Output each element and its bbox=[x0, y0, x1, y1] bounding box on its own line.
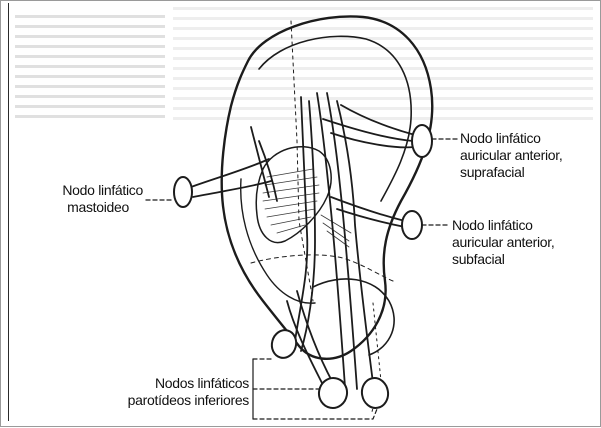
label-parotid-nodes: Nodos linfáticos parotídeos inferiores bbox=[105, 375, 249, 409]
anterior-suprafacial-node bbox=[412, 125, 432, 157]
anterior-subfacial-node bbox=[402, 211, 422, 239]
midline-dashed bbox=[291, 21, 313, 301]
mastoid-node bbox=[174, 177, 192, 207]
label-anterior-subfacial-node: Nodo linfático auricular anterior, subfa… bbox=[452, 217, 592, 268]
label-mastoid-line1: Nodo linfático bbox=[41, 182, 143, 199]
helix-inner bbox=[259, 36, 411, 201]
label-subfacial-line2: auricular anterior, bbox=[452, 234, 592, 251]
label-suprafacial-line1: Nodo linfático bbox=[460, 130, 590, 147]
label-mastoid-line2: mastoideo bbox=[41, 199, 143, 216]
label-parotid-line1: Nodos linfáticos bbox=[105, 375, 249, 392]
label-mastoid-node: Nodo linfático mastoideo bbox=[41, 182, 143, 216]
label-subfacial-line3: subfacial bbox=[452, 251, 592, 268]
face-line-dashed bbox=[251, 255, 393, 281]
label-anterior-suprafacial-node: Nodo linfático auricular anterior, supra… bbox=[460, 130, 590, 181]
leader-parotid-3 bbox=[253, 409, 377, 419]
label-subfacial-line1: Nodo linfático bbox=[452, 217, 592, 234]
parotid-node-1 bbox=[269, 327, 299, 360]
parotid-node-3 bbox=[360, 376, 391, 410]
label-suprafacial-line2: auricular anterior, bbox=[460, 147, 590, 164]
label-parotid-line2: parotídeos inferiores bbox=[105, 392, 249, 409]
label-suprafacial-line3: suprafacial bbox=[460, 164, 590, 181]
